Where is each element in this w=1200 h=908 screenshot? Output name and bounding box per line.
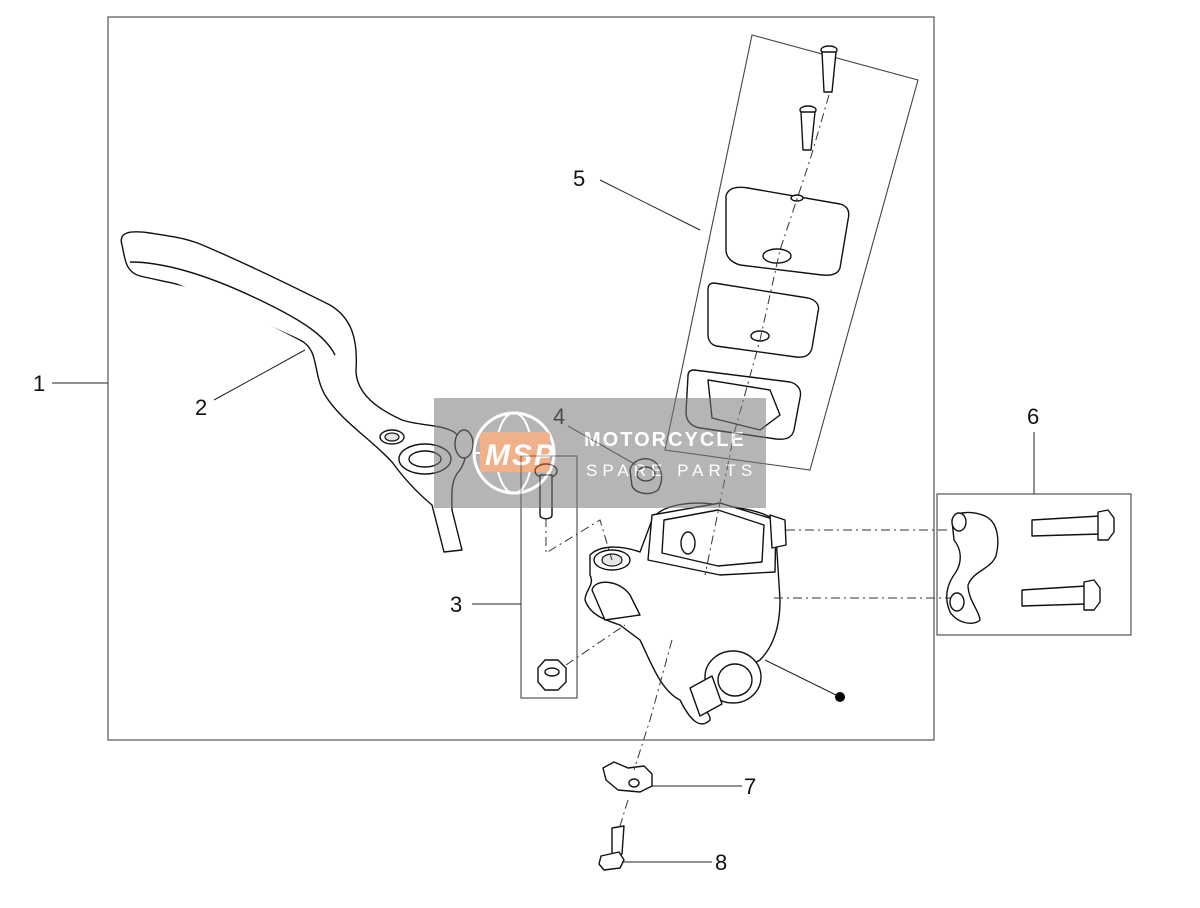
callout-2: 2: [195, 395, 207, 420]
callout-7: 7: [744, 774, 756, 799]
watermark: MSP MOTORCYCLE SPARE PARTS: [434, 398, 766, 508]
watermark-logo: MSP: [485, 439, 556, 472]
reservoir-cover-screw-1: [820, 45, 838, 93]
bracket-screw: [598, 825, 625, 871]
callout-8: 8: [715, 850, 727, 875]
assembly-frame: [107, 16, 935, 741]
assembly-marker-dot: [835, 692, 845, 702]
handlebar-clamp: [945, 511, 999, 624]
callout-6: 6: [1027, 404, 1039, 429]
callout-5: 5: [573, 166, 585, 191]
lever: [120, 231, 474, 553]
reservoir-plate: [707, 282, 820, 358]
watermark-line1: MOTORCYCLE: [584, 429, 746, 451]
reservoir-cap: [725, 186, 850, 276]
master-cylinder-body: [584, 502, 787, 725]
clamp-bolt-2: [1021, 579, 1101, 611]
clamp-bolt-1: [1031, 509, 1115, 541]
pivot-nut: [537, 659, 567, 691]
reservoir-cover-screw-2: [799, 105, 817, 151]
callout-1: 1: [33, 371, 45, 396]
watermark-line2: SPARE PARTS: [586, 461, 757, 480]
callout-3: 3: [450, 592, 462, 617]
bracket: [602, 761, 653, 793]
